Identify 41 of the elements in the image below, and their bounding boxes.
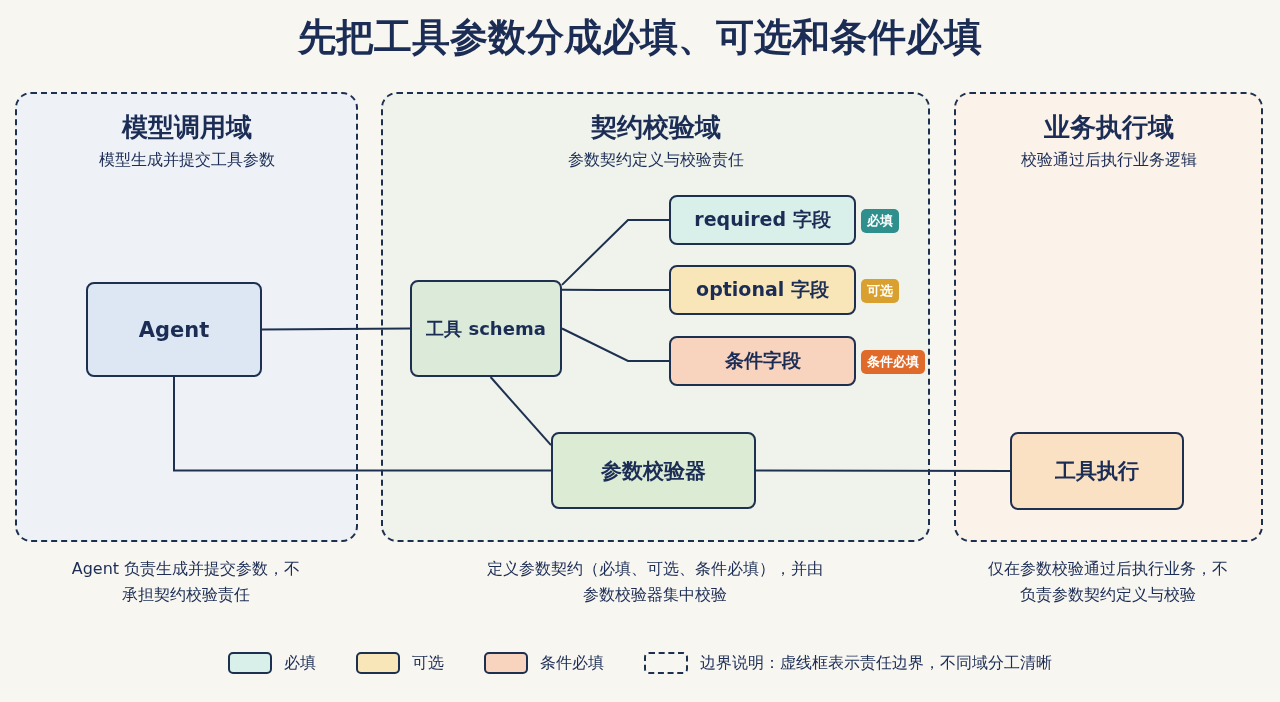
tag-badge: 必填 <box>861 209 899 233</box>
domain-title: 业务执行域 <box>1042 111 1175 144</box>
domain-caption: Agent 负责生成并提交参数，不承担契约校验责任 <box>70 558 302 606</box>
process-box <box>1010 432 1184 510</box>
connector-line <box>561 219 670 286</box>
legend-label: 边界说明：虚线框表示责任边界，不同域分工清晰 <box>700 652 1052 674</box>
process-box <box>551 432 756 509</box>
process-box <box>669 265 856 315</box>
domain-caption: 定义参数契约（必填、可选、条件必填），并由参数校验器集中校验 <box>486 558 824 606</box>
connector-line <box>489 376 552 447</box>
node-label: 工具 schema <box>426 316 546 341</box>
domain-region <box>381 92 930 542</box>
legend-label: 可选 <box>412 652 444 674</box>
legend-label: 条件必填 <box>540 652 604 674</box>
connector-line <box>261 327 411 331</box>
process-box <box>410 280 562 377</box>
node-label: Agent <box>138 317 210 342</box>
diagram-title: 先把工具参数分成必填、可选和条件必填 <box>297 14 983 61</box>
process-box <box>669 195 856 245</box>
legend-label: 必填 <box>284 652 316 674</box>
process-box <box>86 282 262 377</box>
connector-line <box>561 327 670 362</box>
node-label: 参数校验器 <box>601 457 706 485</box>
process-box <box>669 336 856 386</box>
domain-region <box>15 92 358 542</box>
tag-badge: 可选 <box>861 279 899 303</box>
connector-line <box>755 469 1011 472</box>
domain-title: 契约校验域 <box>589 111 722 144</box>
node-label: 条件字段 <box>724 348 801 373</box>
node-label: 工具执行 <box>1055 458 1139 485</box>
domain-title: 模型调用域 <box>120 111 253 144</box>
connector-line <box>561 288 670 291</box>
domain-caption: 仅在参数校验通过后执行业务，不负责参数契约定义与校验 <box>987 558 1229 606</box>
domain-subtitle: 模型生成并提交工具参数 <box>97 150 276 171</box>
domain-region <box>954 92 1263 542</box>
domain-subtitle: 校验通过后执行业务逻辑 <box>1019 150 1198 171</box>
connector-line <box>173 376 552 472</box>
tag-badge: 条件必填 <box>861 350 925 374</box>
domain-subtitle: 参数契约定义与校验责任 <box>566 150 745 171</box>
node-label: optional 字段 <box>696 277 829 302</box>
node-label: required 字段 <box>694 207 831 232</box>
